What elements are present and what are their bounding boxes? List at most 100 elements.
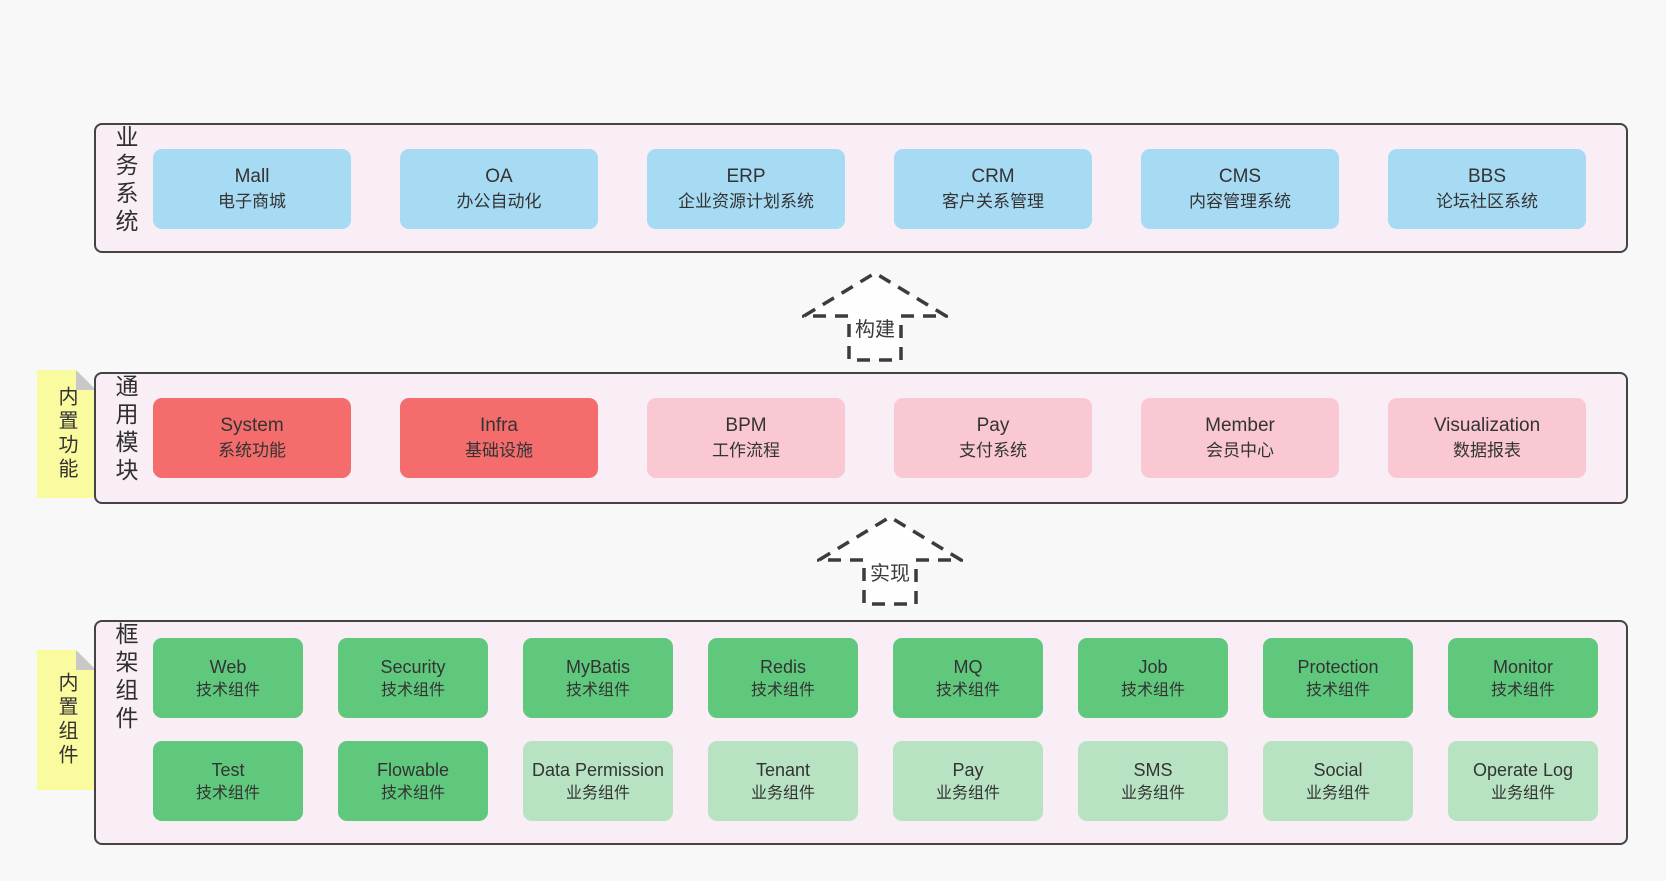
box-mq: MQ 技术组件 <box>893 638 1043 718</box>
box-social-name: Social <box>1313 759 1363 780</box>
box-mq-desc: 技术组件 <box>935 681 1000 699</box>
box-system-name: System <box>220 415 284 436</box>
box-flowable: Flowable 技术组件 <box>338 741 488 821</box>
box-pay-module-name: Pay <box>976 415 1010 436</box>
box-protection: Protection 技术组件 <box>1263 638 1413 718</box>
arrow-implement-label: 实现 <box>868 557 912 586</box>
box-tenant-name: Tenant <box>755 759 811 780</box>
panel-framework-components: 框架组件 Web 技术组件 Security 技术组件 MyBatis 技术组件… <box>94 620 1628 845</box>
box-bbs-desc: 论坛社区系统 <box>1436 192 1538 211</box>
box-flowable-name: Flowable <box>376 759 450 780</box>
box-mybatis: MyBatis 技术组件 <box>523 638 673 718</box>
box-bpm-desc: 工作流程 <box>712 441 780 460</box>
side-label-business-systems: 业务系统 <box>112 125 138 237</box>
box-bpm-name: BPM <box>725 415 767 436</box>
box-infra-name: Infra <box>479 415 519 436</box>
box-redis-desc: 技术组件 <box>750 681 815 699</box>
box-security-name: Security <box>380 656 446 677</box>
box-mq-name: MQ <box>953 656 983 677</box>
box-mall-name: Mall <box>234 166 270 187</box>
box-test-name: Test <box>211 759 245 780</box>
box-oa-desc: 办公自动化 <box>456 192 542 211</box>
tab-built-in-features-label: 内置功能 <box>55 386 77 482</box>
box-web-name: Web <box>209 656 247 677</box>
tab-built-in-components: 内置组件 <box>37 650 96 790</box>
box-redis-name: Redis <box>759 656 807 677</box>
box-oa-name: OA <box>485 166 513 187</box>
box-web-desc: 技术组件 <box>195 681 260 699</box>
box-member: Member 会员中心 <box>1141 398 1339 478</box>
box-erp-name: ERP <box>726 166 766 187</box>
box-test: Test 技术组件 <box>153 741 303 821</box>
box-mybatis-name: MyBatis <box>565 656 630 677</box>
box-data-permission-desc: 业务组件 <box>565 784 630 802</box>
arrow-implement: 实现 <box>817 515 963 607</box>
box-bbs: BBS 论坛社区系统 <box>1388 149 1586 229</box>
box-job-name: Job <box>1138 656 1168 677</box>
box-pay-module: Pay 支付系统 <box>894 398 1092 478</box>
box-web: Web 技术组件 <box>153 638 303 718</box>
panel-business-systems: 业务系统 Mall 电子商城 OA 办公自动化 ERP 企业资源计划系统 CRM… <box>94 123 1628 253</box>
box-crm: CRM 客户关系管理 <box>894 149 1092 229</box>
box-erp: ERP 企业资源计划系统 <box>647 149 845 229</box>
components-box-row-2: Test 技术组件 Flowable 技术组件 Data Permission … <box>153 741 1598 821</box>
business-box-row: Mall 电子商城 OA 办公自动化 ERP 企业资源计划系统 CRM 客户关系… <box>153 149 1586 229</box>
box-protection-name: Protection <box>1297 656 1379 677</box>
box-tenant: Tenant 业务组件 <box>708 741 858 821</box>
box-member-desc: 会员中心 <box>1206 441 1274 460</box>
box-security-desc: 技术组件 <box>380 681 445 699</box>
box-social-desc: 业务组件 <box>1305 784 1370 802</box>
box-cms-name: CMS <box>1218 166 1262 187</box>
box-monitor-name: Monitor <box>1492 656 1554 677</box>
box-security: Security 技术组件 <box>338 638 488 718</box>
box-data-permission: Data Permission 业务组件 <box>523 741 673 821</box>
box-crm-desc: 客户关系管理 <box>942 192 1044 211</box>
box-mybatis-desc: 技术组件 <box>565 681 630 699</box>
box-sms: SMS 业务组件 <box>1078 741 1228 821</box>
box-member-name: Member <box>1205 415 1275 436</box>
box-sms-name: SMS <box>1133 759 1173 780</box>
box-visualization-desc: 数据报表 <box>1453 441 1521 460</box>
box-sms-desc: 业务组件 <box>1120 784 1185 802</box>
box-flowable-desc: 技术组件 <box>380 784 445 802</box>
box-bbs-name: BBS <box>1467 166 1507 187</box>
box-erp-desc: 企业资源计划系统 <box>678 192 814 211</box>
box-cms: CMS 内容管理系统 <box>1141 149 1339 229</box>
box-monitor: Monitor 技术组件 <box>1448 638 1598 718</box>
arrow-build-label: 构建 <box>853 313 897 342</box>
box-social: Social 业务组件 <box>1263 741 1413 821</box>
box-system-desc: 系统功能 <box>218 441 286 460</box>
panel-common-modules: 通用模块 System 系统功能 Infra 基础设施 BPM 工作流程 Pay… <box>94 372 1628 504</box>
box-pay-component-name: Pay <box>952 759 984 780</box>
box-test-desc: 技术组件 <box>195 784 260 802</box>
box-infra: Infra 基础设施 <box>400 398 598 478</box>
box-operate-log: Operate Log 业务组件 <box>1448 741 1598 821</box>
box-data-permission-name: Data Permission <box>531 759 665 780</box>
tab-built-in-features: 内置功能 <box>37 370 96 498</box>
box-monitor-desc: 技术组件 <box>1490 681 1555 699</box>
box-protection-desc: 技术组件 <box>1305 681 1370 699</box>
box-redis: Redis 技术组件 <box>708 638 858 718</box>
box-job-desc: 技术组件 <box>1120 681 1185 699</box>
box-crm-name: CRM <box>971 166 1015 187</box>
box-bpm: BPM 工作流程 <box>647 398 845 478</box>
box-visualization: Visualization 数据报表 <box>1388 398 1586 478</box>
tab-built-in-components-label: 内置组件 <box>55 672 77 768</box>
box-infra-desc: 基础设施 <box>465 441 533 460</box>
box-pay-component: Pay 业务组件 <box>893 741 1043 821</box>
arrow-build: 构建 <box>802 271 948 363</box>
box-pay-component-desc: 业务组件 <box>935 784 1000 802</box>
side-label-framework-components: 框架组件 <box>112 622 138 734</box>
box-oa: OA 办公自动化 <box>400 149 598 229</box>
box-visualization-name: Visualization <box>1433 415 1541 436</box>
box-operate-log-name: Operate Log <box>1472 759 1574 780</box>
box-operate-log-desc: 业务组件 <box>1490 784 1555 802</box>
modules-box-row: System 系统功能 Infra 基础设施 BPM 工作流程 Pay 支付系统… <box>153 398 1586 478</box>
box-tenant-desc: 业务组件 <box>750 784 815 802</box>
box-pay-module-desc: 支付系统 <box>959 441 1027 460</box>
side-label-common-modules: 通用模块 <box>112 374 138 486</box>
box-mall-desc: 电子商城 <box>218 192 286 211</box>
box-job: Job 技术组件 <box>1078 638 1228 718</box>
box-mall: Mall 电子商城 <box>153 149 351 229</box>
